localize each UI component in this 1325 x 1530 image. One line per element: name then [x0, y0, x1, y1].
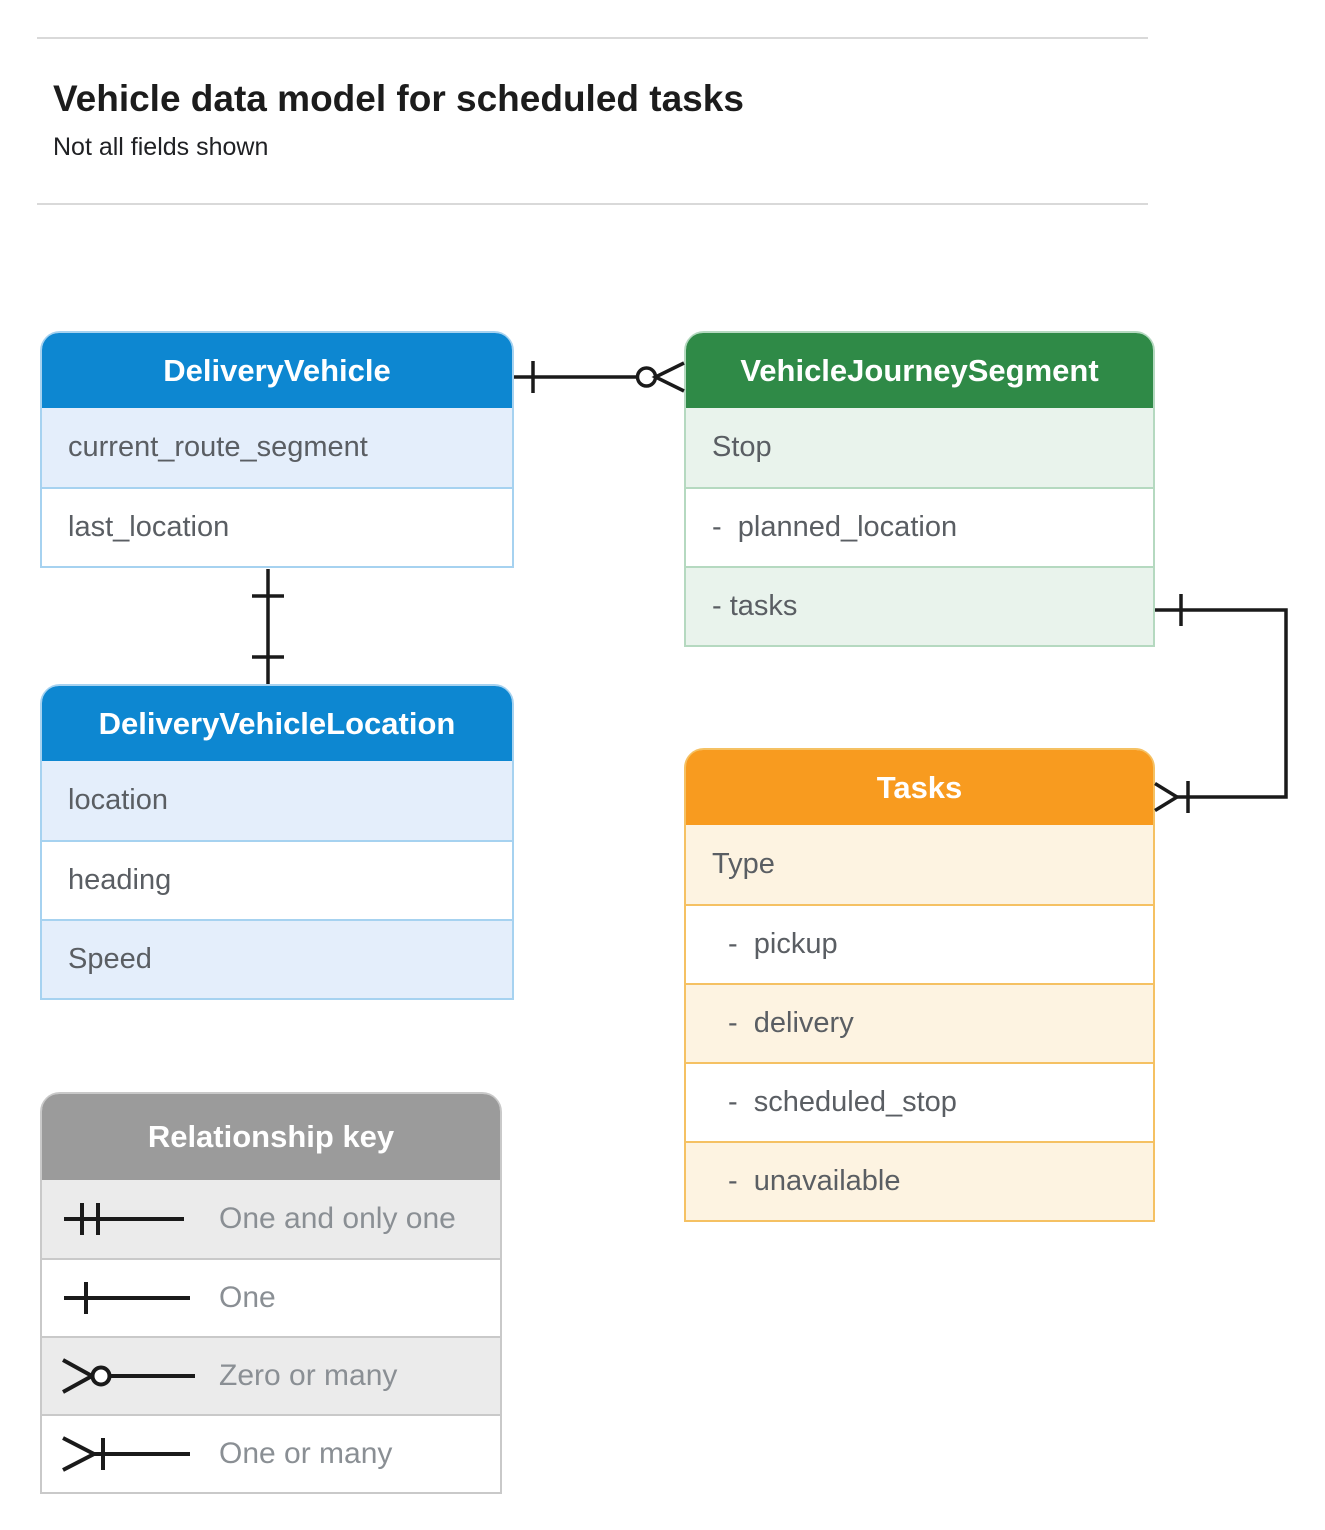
legend-item-one-and-only-one: One and only one — [42, 1180, 500, 1258]
field-heading: heading — [42, 840, 512, 919]
entity-vehicle-journey-segment: VehicleJourneySegment Stop - planned_loc… — [684, 331, 1155, 647]
entity-delivery-vehicle-location-header: DeliveryVehicleLocation — [42, 686, 512, 761]
legend-title: Relationship key — [147, 1119, 395, 1154]
page-title: Vehicle data model for scheduled tasks — [53, 78, 744, 119]
field-unavailable: - unavailable — [686, 1141, 1153, 1220]
entity-delivery-vehicle: DeliveryVehicle current_route_segment la… — [40, 331, 514, 568]
entity-delivery-vehicle-header: DeliveryVehicle — [42, 333, 512, 408]
legend-item-one: One — [42, 1258, 500, 1336]
connector-tasks-field-tasks-entity — [1154, 594, 1288, 813]
entity-tasks: Tasks Type - pickup - delivery - schedul… — [684, 748, 1155, 1222]
field-tasks: - tasks — [686, 566, 1153, 645]
top-divider — [37, 37, 1148, 39]
relationship-key: Relationship key One and only one One — [40, 1092, 502, 1494]
header-divider — [37, 203, 1148, 205]
field-location: location — [42, 761, 512, 840]
entity-delivery-vehicle-location: DeliveryVehicleLocation location heading… — [40, 684, 514, 1000]
legend-label: Zero or many — [219, 1359, 398, 1392]
entity-vehicle-journey-segment-header: VehicleJourneySegment — [686, 333, 1153, 408]
connector-deliveryvehicle-vehiclejourneysegment — [514, 361, 685, 393]
entity-tasks-header: Tasks — [686, 750, 1153, 825]
field-delivery: - delivery — [686, 983, 1153, 1062]
one-icon — [64, 1282, 190, 1314]
legend-label: One — [219, 1281, 276, 1314]
one-and-only-one-icon — [64, 1203, 184, 1235]
entity-title: DeliveryVehicle — [163, 352, 391, 388]
page-subtitle: Not all fields shown — [53, 133, 269, 161]
relationship-key-header: Relationship key — [42, 1094, 500, 1180]
entity-title: VehicleJourneySegment — [740, 352, 1099, 388]
field-stop: Stop — [686, 408, 1153, 487]
field-speed: Speed — [42, 919, 512, 998]
entity-title: Tasks — [876, 769, 963, 805]
field-current-route-segment: current_route_segment — [42, 408, 512, 487]
legend-item-zero-or-many: Zero or many — [42, 1336, 500, 1414]
legend-label: One and only one — [219, 1202, 456, 1235]
field-planned-location: - planned_location — [686, 487, 1153, 566]
zero-or-many-icon — [62, 1358, 195, 1394]
field-last-location: last_location — [42, 487, 512, 566]
field-scheduled-stop: - scheduled_stop — [686, 1062, 1153, 1141]
entity-title: DeliveryVehicleLocation — [98, 705, 456, 741]
connector-deliveryvehicle-deliveryvehiclelocation — [252, 569, 284, 684]
field-pickup: - pickup — [686, 904, 1153, 983]
legend-item-one-or-many: One or many — [42, 1414, 500, 1492]
legend-label: One or many — [219, 1437, 393, 1470]
field-type: Type — [686, 825, 1153, 904]
one-or-many-icon — [62, 1436, 190, 1472]
